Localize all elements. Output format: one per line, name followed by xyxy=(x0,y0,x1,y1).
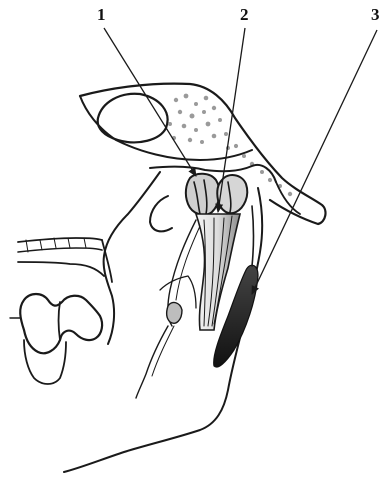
callout-1-label: 1 xyxy=(97,5,106,24)
callout-2-label: 2 xyxy=(240,5,249,24)
sphenomandibular-ligament xyxy=(136,214,240,398)
condyle-capsule xyxy=(186,174,247,215)
callout-3-label: 3 xyxy=(371,5,380,24)
callout-3-leader xyxy=(252,30,377,294)
callout-leaders xyxy=(104,28,377,294)
lower-molars xyxy=(10,294,102,384)
callout-labels: 1 2 3 xyxy=(97,5,380,24)
upper-dentition xyxy=(18,238,112,282)
